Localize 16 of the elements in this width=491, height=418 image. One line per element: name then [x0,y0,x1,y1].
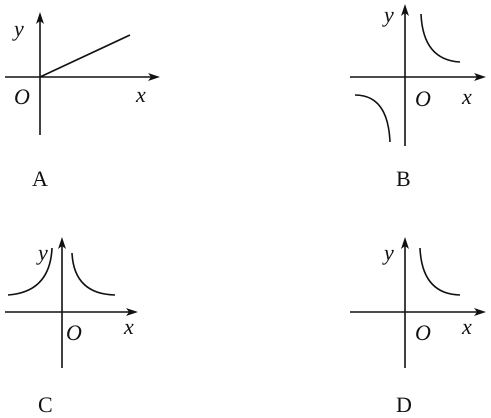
axis-label: y [38,242,48,264]
option-label: A [32,168,48,190]
axis-label: y [384,242,394,264]
option-label: C [38,394,53,416]
axis-label: O [415,88,431,110]
axis-label: O [415,322,431,344]
option-label: D [396,394,412,416]
axis-label: x [462,86,472,108]
axis-label: O [66,322,82,344]
axis-label: x [124,316,134,338]
axis-label: x [462,316,472,338]
axis-label: O [14,86,30,108]
axis-label: y [384,4,394,26]
axis-label: x [136,84,146,106]
option-label: B [396,168,411,190]
axis-label: y [14,18,24,40]
